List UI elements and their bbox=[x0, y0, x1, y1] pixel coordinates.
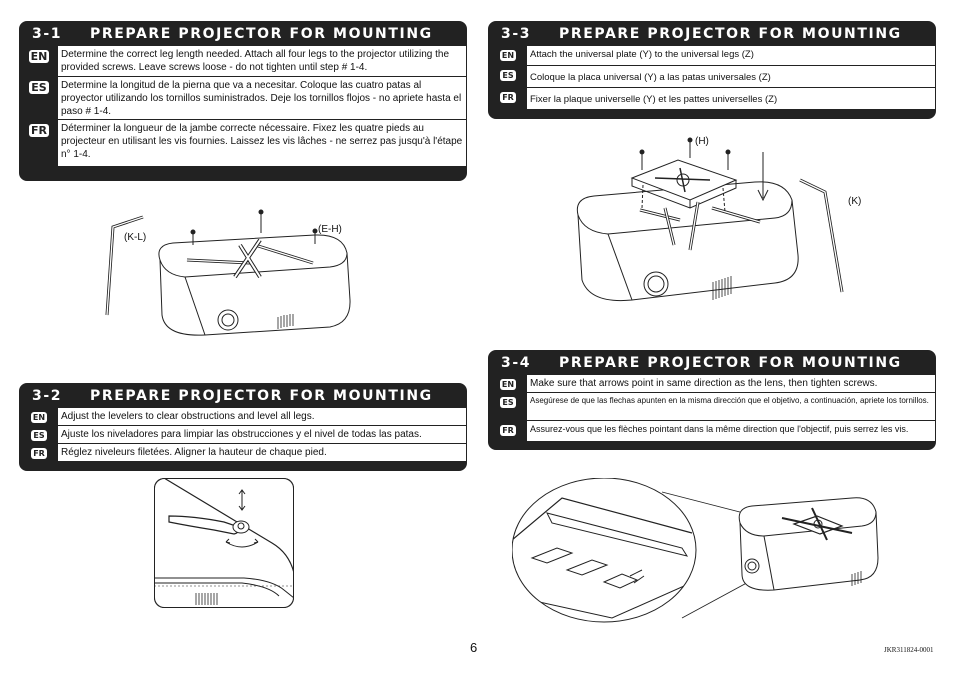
section-title: PREPARE PROJECTOR FOR MOUNTING bbox=[559, 355, 902, 371]
lang-badge-en: EN bbox=[30, 412, 48, 423]
section-title: PREPARE PROJECTOR FOR MOUNTING bbox=[90, 26, 433, 42]
lang-badge-en: EN bbox=[499, 379, 517, 390]
lang-badge-en: EN bbox=[499, 50, 517, 61]
instruction-row-en: EN Adjust the levelers to clear obstruct… bbox=[30, 408, 466, 426]
instruction-text: Asegúrese de que las flechas apunten en … bbox=[527, 393, 935, 420]
section-3-2: 3-2 PREPARE PROJECTOR FOR MOUNTING EN Ad… bbox=[19, 383, 467, 471]
lang-badge-fr: FR bbox=[500, 425, 516, 436]
instruction-text: Determine the correct leg length needed.… bbox=[58, 46, 466, 76]
lang-badge-fr: FR bbox=[500, 92, 516, 103]
instruction-row-en: EN Make sure that arrows point in same d… bbox=[499, 375, 935, 393]
instruction-row-en: EN Attach the universal plate (Y) to the… bbox=[499, 46, 935, 66]
section-header: 3-3 PREPARE PROJECTOR FOR MOUNTING bbox=[489, 22, 935, 46]
instruction-row-fr: FR Assurez-vous que les flèches pointant… bbox=[500, 421, 935, 441]
instruction-row-fr: FR Déterminer la longueur de la jambe co… bbox=[29, 120, 466, 166]
instruction-row-es: ES Coloque la placa universal (Y) a las … bbox=[500, 66, 935, 88]
lang-badge-fr: FR bbox=[31, 448, 47, 459]
section-header: 3-1 PREPARE PROJECTOR FOR MOUNTING bbox=[20, 22, 466, 46]
leveler-detail-illustration bbox=[154, 478, 294, 608]
lang-badge-es: ES bbox=[31, 430, 47, 441]
callout-e-h: (E-H) bbox=[318, 224, 342, 235]
instruction-row-es: ES Ajuste los niveladores para limpiar l… bbox=[31, 426, 466, 444]
lang-badge-en: EN bbox=[28, 50, 50, 63]
instruction-text: Attach the universal plate (Y) to the un… bbox=[527, 46, 935, 65]
instruction-text: Make sure that arrows point in same dire… bbox=[527, 375, 935, 392]
step-number: 3-3 bbox=[501, 26, 532, 42]
instruction-row-es: ES Determine la longitud de la pierna qu… bbox=[29, 77, 466, 120]
instruction-table: EN Adjust the levelers to clear obstruct… bbox=[30, 408, 466, 461]
section-header: 3-4 PREPARE PROJECTOR FOR MOUNTING bbox=[489, 351, 935, 375]
instruction-table: EN Determine the correct leg length need… bbox=[28, 46, 466, 166]
lang-badge-es: ES bbox=[29, 81, 49, 94]
instruction-text: Coloque la placa universal (Y) a las pat… bbox=[527, 66, 935, 87]
step-number: 3-2 bbox=[32, 388, 63, 404]
instruction-table: EN Attach the universal plate (Y) to the… bbox=[499, 46, 935, 109]
instruction-text: Fixer la plaque universelle (Y) et les p… bbox=[527, 88, 935, 109]
lang-badge-es: ES bbox=[500, 397, 516, 408]
instruction-text: Ajuste los niveladores para limpiar las … bbox=[58, 426, 466, 443]
instruction-text: Assurez-vous que les flèches pointant da… bbox=[527, 421, 935, 441]
callout-k-l: (K-L) bbox=[124, 232, 147, 243]
instruction-text: Determine la longitud de la pierna que v… bbox=[58, 77, 466, 119]
document-id: JKR311824-0001 bbox=[884, 646, 934, 654]
universal-plate-illustration bbox=[576, 137, 844, 302]
section-header: 3-2 PREPARE PROJECTOR FOR MOUNTING bbox=[20, 384, 466, 408]
instruction-text: Réglez niveleurs filetées. Aligner la ha… bbox=[58, 444, 466, 461]
section-3-3: 3-3 PREPARE PROJECTOR FOR MOUNTING EN At… bbox=[488, 21, 936, 119]
projector-legs-illustration bbox=[105, 209, 351, 336]
section-title: PREPARE PROJECTOR FOR MOUNTING bbox=[90, 388, 433, 404]
lang-badge-fr: FR bbox=[29, 124, 49, 137]
instruction-text: Déterminer la longueur de la jambe corre… bbox=[58, 120, 466, 166]
arrow-direction-illustration bbox=[512, 478, 879, 623]
instruction-row-fr: FR Réglez niveleurs filetées. Aligner la… bbox=[31, 444, 466, 461]
instruction-table: EN Make sure that arrows point in same d… bbox=[499, 375, 935, 441]
callout-h: (H) bbox=[695, 136, 709, 147]
instruction-row-es: ES Asegúrese de que las flechas apunten … bbox=[500, 393, 935, 421]
step-number: 3-1 bbox=[32, 26, 63, 42]
instruction-row-en: EN Determine the correct leg length need… bbox=[28, 46, 466, 77]
step-number: 3-4 bbox=[501, 355, 532, 371]
lang-badge-es: ES bbox=[500, 70, 516, 81]
instruction-text: Adjust the levelers to clear obstruction… bbox=[58, 408, 466, 425]
section-3-4: 3-4 PREPARE PROJECTOR FOR MOUNTING EN Ma… bbox=[488, 350, 936, 450]
section-title: PREPARE PROJECTOR FOR MOUNTING bbox=[559, 26, 902, 42]
callout-k: (K) bbox=[848, 196, 862, 207]
page-number: 6 bbox=[470, 640, 478, 655]
instruction-row-fr: FR Fixer la plaque universelle (Y) et le… bbox=[500, 88, 935, 109]
section-3-1: 3-1 PREPARE PROJECTOR FOR MOUNTING EN De… bbox=[19, 21, 467, 181]
